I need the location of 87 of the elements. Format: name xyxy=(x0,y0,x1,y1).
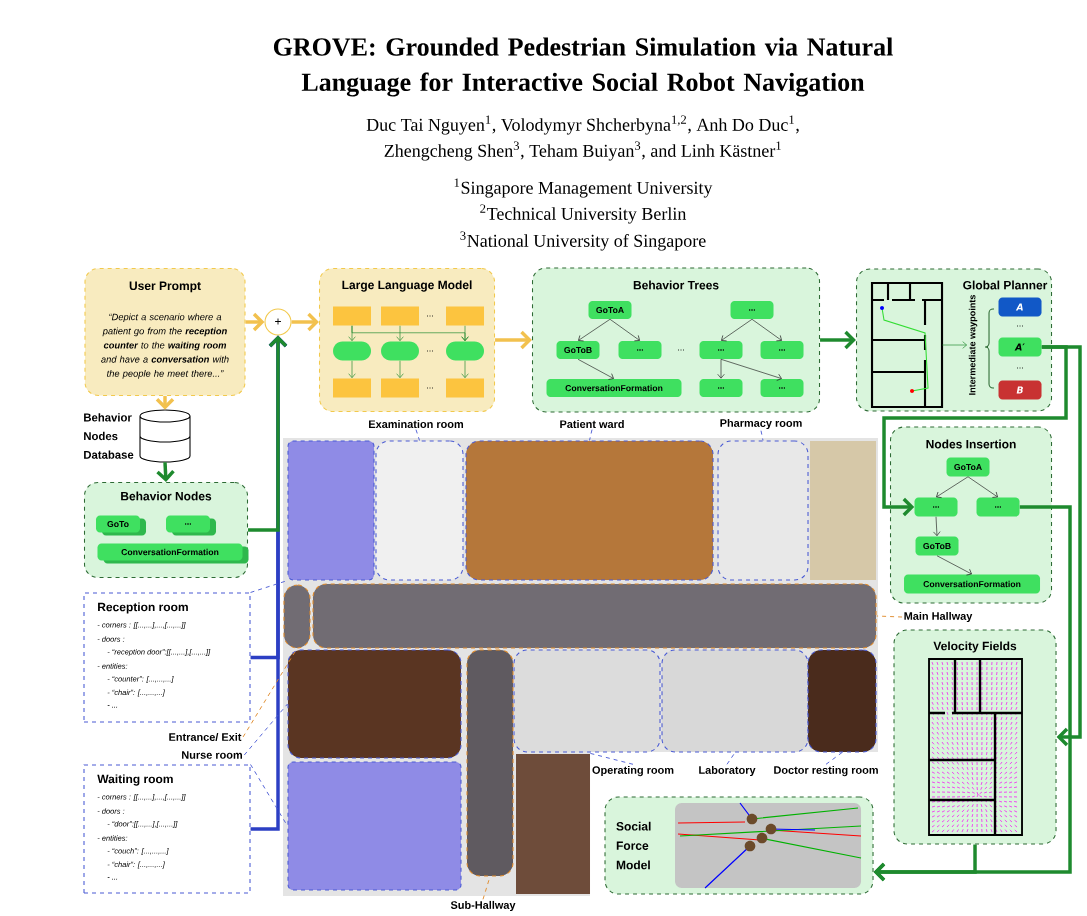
ellipsis: ... xyxy=(678,349,684,351)
node-box: ... xyxy=(699,379,743,397)
arrow xyxy=(348,360,356,379)
pill-shape xyxy=(381,341,419,361)
room-label: Pharmacy room xyxy=(720,418,802,430)
velocity-field-drawing xyxy=(927,657,1024,837)
room-label: Operating room xyxy=(592,765,674,777)
arrow xyxy=(578,318,611,342)
node-box: ... xyxy=(166,515,216,536)
title: GROVE: Grounded Pedestrian Simulation via Natural Language for Interactive Social Robot Navigation xyxy=(273,37,893,97)
node-box: ConversationFormation xyxy=(546,379,682,397)
room-label: Nurse room xyxy=(182,751,242,759)
node-box: GoTo xyxy=(96,515,146,536)
ellipsis: ... xyxy=(1017,325,1023,327)
arrow xyxy=(941,341,967,349)
author-list: Zhengcheng Shen$^{3}$, Teham Buiyan$^{3}$, and Linh Kästner$^{1}$ xyxy=(384,141,781,161)
ellipsis: ... xyxy=(427,315,433,317)
leader-line xyxy=(726,752,736,765)
room-outline xyxy=(717,440,809,581)
affiliation: $^{1}$Singapore Management University xyxy=(454,178,713,198)
ellipsis: ... xyxy=(1017,367,1023,369)
pill-shape xyxy=(446,341,484,361)
node-box: ... xyxy=(760,379,804,397)
node-box: ... xyxy=(730,301,774,319)
leader-line xyxy=(589,429,593,441)
arrow xyxy=(873,844,977,882)
node-box: ... xyxy=(699,341,743,359)
arrow xyxy=(933,516,941,537)
map-drawing xyxy=(870,281,944,409)
database-cylinder xyxy=(139,409,191,463)
room-outline xyxy=(287,440,375,581)
arrow xyxy=(396,360,404,379)
arrow xyxy=(495,330,532,350)
room-outline xyxy=(287,761,462,891)
arrow xyxy=(351,325,469,342)
leader-line xyxy=(243,703,288,756)
room-outline xyxy=(375,440,464,581)
leader-line xyxy=(760,430,764,441)
room-outline xyxy=(287,649,462,759)
vertical-label: Intermediate waypoints xyxy=(968,295,978,395)
simulation-drawing xyxy=(675,802,862,889)
affiliation: $^{2}$Technical University Berlin xyxy=(480,204,687,224)
author-list: Duc Tai Nguyen$^{1}$, Volodymyr Shcherbyna$^{1,2}$, Anh Do Duc$^{1}$, xyxy=(366,115,799,135)
arrow xyxy=(717,358,725,379)
arrow xyxy=(936,476,969,498)
room-outline xyxy=(466,649,514,877)
prompt-box: User Prompt “Depict a scenario where a patient go from the reception counter to the waiting room and have a conversation with the people he meet there...” xyxy=(84,267,246,397)
leader-line xyxy=(415,429,420,441)
node-box: ... xyxy=(618,341,662,359)
room-label: Main Hallway xyxy=(904,611,973,623)
room-outline xyxy=(807,649,877,753)
leader-line xyxy=(242,648,298,738)
room-outline xyxy=(513,649,661,753)
room-label: Entrance/ Exit xyxy=(169,732,242,742)
room-label: Examination room xyxy=(369,420,464,428)
node-box: GoToA xyxy=(588,301,632,319)
arrow xyxy=(609,318,640,342)
node-box: GoToB xyxy=(556,341,600,359)
room-outline xyxy=(661,649,809,753)
affiliation: $^{3}$National University of Singapore xyxy=(460,231,706,251)
arrow xyxy=(248,335,288,532)
arrow xyxy=(396,325,404,342)
node-box: ConversationFormation xyxy=(97,543,249,564)
room-outline xyxy=(465,440,714,581)
room-label: Patient ward xyxy=(560,420,624,428)
arrow xyxy=(721,318,753,342)
room-label: Laboratory xyxy=(699,765,756,777)
node-caption: Behavior Nodes Database xyxy=(84,413,134,459)
room-label: Doctor resting room xyxy=(774,765,878,777)
node-box: ... xyxy=(760,341,804,359)
arrow xyxy=(820,330,856,350)
ellipsis: ... xyxy=(427,350,433,352)
arrow xyxy=(291,312,319,332)
ellipsis: ... xyxy=(427,387,433,389)
room-outline xyxy=(312,583,877,649)
arrow xyxy=(720,358,782,381)
arrow xyxy=(461,360,469,379)
pill-shape xyxy=(333,341,371,361)
arrow xyxy=(936,555,972,576)
arrow xyxy=(751,318,782,342)
leader-line xyxy=(876,615,903,618)
arrow xyxy=(1041,345,1082,747)
leader-line xyxy=(825,752,843,765)
room-label: Sub-Hallway xyxy=(450,900,516,912)
leader-line xyxy=(250,580,288,593)
arrow xyxy=(967,476,998,498)
arrow xyxy=(577,358,614,380)
